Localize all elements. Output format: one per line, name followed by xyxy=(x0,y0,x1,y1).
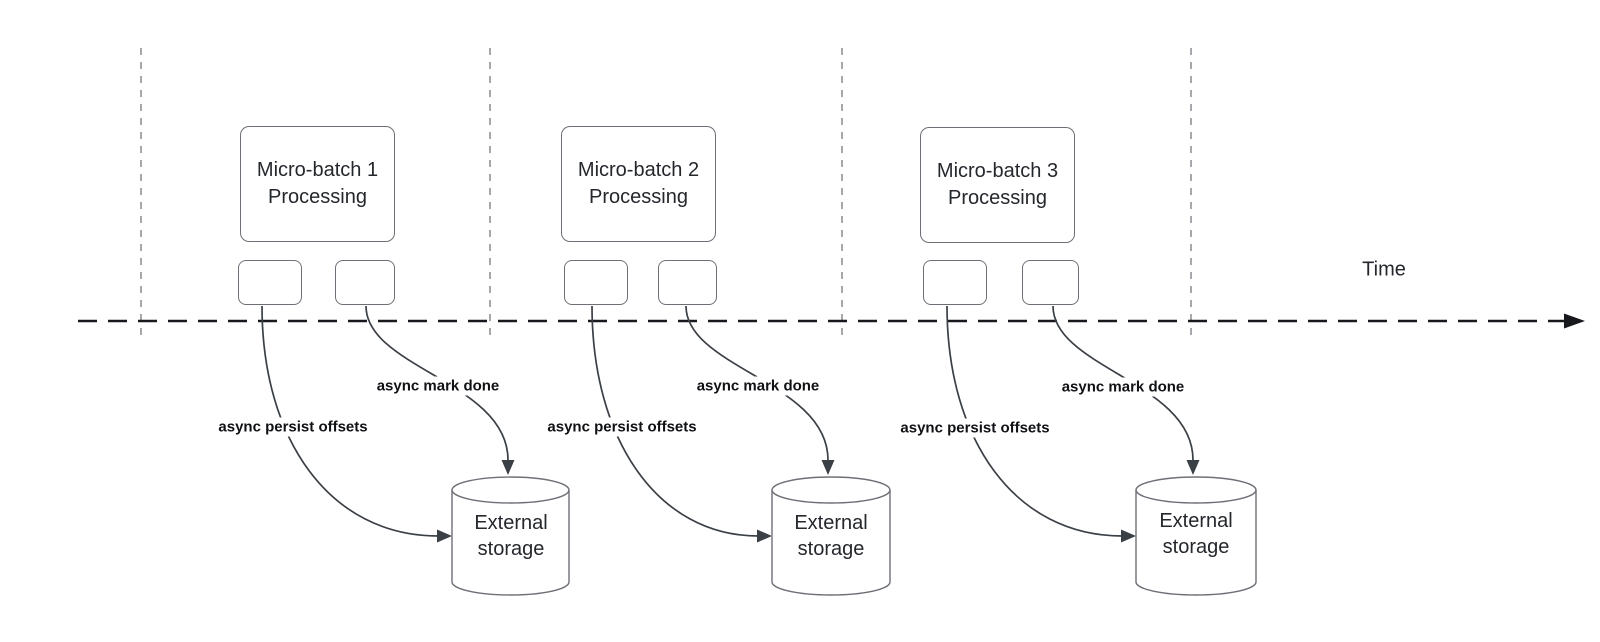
persist-offsets-arrowhead-icon-3 xyxy=(1121,529,1136,543)
mark-done-label-2: async mark done xyxy=(693,376,823,396)
mark-done-arrowhead-icon-1 xyxy=(501,460,515,475)
external-storage-line1-1: External xyxy=(474,512,548,534)
mark-done-edge-3 xyxy=(1052,305,1194,461)
micro-batch-box-1: Micro-batch 1 Processing xyxy=(240,126,395,242)
mark-done-label-3: async mark done xyxy=(1058,377,1188,397)
database-cylinder-lip-2 xyxy=(771,489,891,504)
time-axis-arrowhead-icon xyxy=(1564,313,1585,329)
persist-task-box-3 xyxy=(923,260,987,305)
time-axis-label: Time xyxy=(1362,258,1406,281)
persist-offsets-label-2: async persist offsets xyxy=(544,417,700,437)
database-cylinder-icon-1 xyxy=(451,476,570,596)
persist-offsets-label-1: async persist offsets xyxy=(215,417,371,437)
mark-done-task-box-3 xyxy=(1022,260,1079,305)
database-cylinder-icon-2 xyxy=(771,476,891,596)
mark-done-label-1: async mark done xyxy=(373,376,503,396)
external-storage-line2-2: storage xyxy=(797,538,865,560)
database-cylinder-icon-3 xyxy=(1135,476,1257,596)
persist-offsets-edge-1 xyxy=(261,305,439,537)
mark-done-task-box-2 xyxy=(658,260,717,305)
persist-offsets-arrowhead-icon-2 xyxy=(757,529,772,543)
micro-batch-title-1: Micro-batch 1 xyxy=(256,159,379,181)
persist-task-box-1 xyxy=(238,260,302,305)
database-cylinder-lip-1 xyxy=(451,489,570,504)
mark-done-arrowhead-icon-2 xyxy=(821,460,835,475)
micro-batch-subtitle-2: Processing xyxy=(589,186,688,208)
external-storage-label-2: External storage xyxy=(794,510,867,562)
mark-done-arrowhead-icon-3 xyxy=(1186,460,1200,475)
micro-batch-title-3: Micro-batch 3 xyxy=(936,160,1059,182)
persist-offsets-label-3: async persist offsets xyxy=(897,418,1053,438)
persist-offsets-edge-3 xyxy=(946,305,1123,537)
database-cylinder-lip-3 xyxy=(1135,489,1257,504)
external-storage-line2-3: storage xyxy=(1162,536,1230,558)
micro-batch-box-2: Micro-batch 2 Processing xyxy=(561,126,716,242)
micro-batch-title-2: Micro-batch 2 xyxy=(577,159,700,181)
external-storage-line1-2: External xyxy=(794,512,868,534)
persist-offsets-arrowhead-icon-1 xyxy=(437,529,452,543)
external-storage-label-3: External storage xyxy=(1159,508,1232,560)
external-storage-line2-1: storage xyxy=(477,538,545,560)
external-storage-label-1: External storage xyxy=(474,510,547,562)
micro-batch-box-3: Micro-batch 3 Processing xyxy=(920,127,1075,243)
external-storage-line1-3: External xyxy=(1159,510,1233,532)
persist-offsets-edge-2 xyxy=(591,305,759,537)
micro-batch-subtitle-1: Processing xyxy=(268,186,367,208)
mark-done-task-box-1 xyxy=(335,260,395,305)
micro-batch-subtitle-3: Processing xyxy=(948,187,1047,209)
persist-task-box-2 xyxy=(564,260,628,305)
